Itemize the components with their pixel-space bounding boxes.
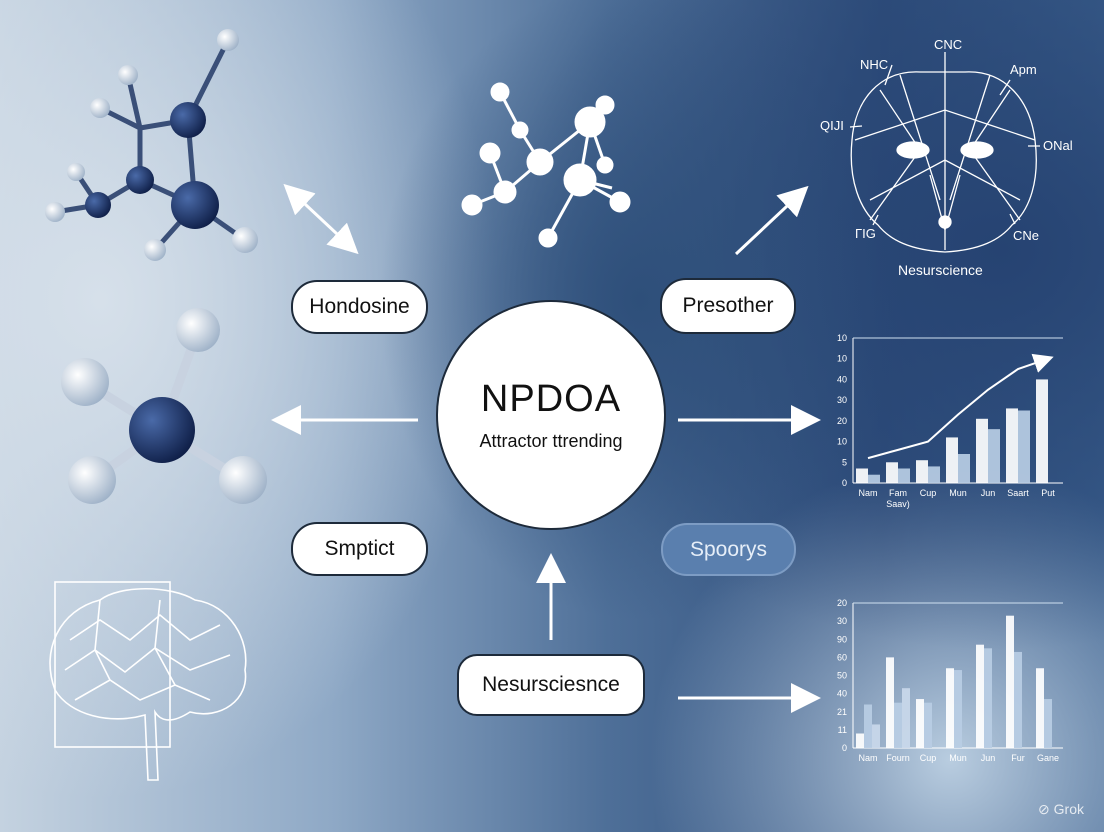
face-mesh-icon bbox=[849, 52, 1040, 253]
bar bbox=[902, 688, 910, 748]
y-tick-label: 40 bbox=[837, 374, 847, 384]
bar bbox=[898, 468, 910, 483]
x-tick-label: Gane bbox=[1037, 753, 1059, 763]
trend-line bbox=[867, 353, 1054, 460]
bar bbox=[988, 429, 1000, 483]
bar bbox=[976, 644, 984, 748]
bar bbox=[856, 468, 868, 483]
face-label: NHC bbox=[860, 57, 889, 72]
bar bbox=[928, 466, 940, 483]
bar bbox=[954, 670, 962, 748]
molecule-icon-top-left bbox=[45, 29, 258, 261]
y-tick-label: 11 bbox=[838, 725, 847, 735]
bar bbox=[1014, 651, 1022, 748]
face-label: Apm bbox=[1010, 62, 1037, 77]
bar bbox=[894, 702, 902, 748]
bar bbox=[1036, 379, 1048, 483]
bar bbox=[946, 668, 954, 748]
bar bbox=[1044, 699, 1052, 748]
bar bbox=[1006, 408, 1018, 483]
y-tick-label: 10 bbox=[837, 333, 847, 343]
x-tick-label: Saart bbox=[1007, 488, 1029, 498]
y-tick-label: 20 bbox=[837, 416, 847, 426]
grok-watermark: ⊘ Grok bbox=[1038, 801, 1084, 818]
connector-arrows bbox=[271, 183, 821, 713]
node-presother[interactable]: Presother bbox=[660, 278, 796, 334]
y-tick-label: 40 bbox=[837, 689, 847, 699]
x-tick-label: Nam bbox=[858, 488, 877, 498]
face-label: QIJI bbox=[820, 118, 844, 133]
bar bbox=[868, 474, 880, 483]
y-tick-label: 10 bbox=[837, 437, 847, 447]
x-tick-label: Cup bbox=[920, 753, 937, 763]
x-tick-label: Jun bbox=[981, 753, 996, 763]
x-tick-label: Put bbox=[1041, 488, 1055, 498]
bar bbox=[924, 702, 932, 748]
arrow-hondosine-molecule bbox=[283, 183, 359, 255]
face-label: CNC bbox=[934, 37, 963, 52]
bar bbox=[856, 733, 864, 748]
bar bbox=[886, 657, 894, 748]
molecule-icon-left bbox=[61, 308, 267, 504]
y-tick-label: 21 bbox=[837, 707, 847, 717]
y-tick-label: 5 bbox=[842, 457, 847, 467]
node-hondosine[interactable]: Hondosine bbox=[291, 280, 428, 334]
face-caption: Nesurscience bbox=[898, 262, 983, 278]
arrow-presother-face bbox=[734, 185, 809, 256]
face-label: ΓIG bbox=[855, 226, 876, 241]
bar bbox=[976, 418, 988, 483]
y-tick-label: 60 bbox=[837, 652, 847, 662]
bar bbox=[946, 437, 958, 483]
x-tick-label: Nam bbox=[858, 753, 877, 763]
bar bbox=[1006, 615, 1014, 748]
center-node-npdoa[interactable]: NPDOA Attractor ttrending bbox=[436, 300, 666, 530]
y-tick-label: 0 bbox=[842, 743, 847, 753]
y-tick-label: 0 bbox=[842, 478, 847, 488]
center-subtitle: Attractor ttrending bbox=[479, 431, 623, 451]
center-title: NPDOA bbox=[480, 378, 622, 420]
node-spoorys[interactable]: Spoorys bbox=[661, 523, 796, 576]
x-tick-label: Cup bbox=[920, 488, 937, 498]
y-tick-label: 90 bbox=[837, 634, 847, 644]
y-tick-label: 50 bbox=[837, 671, 847, 681]
grok-logo-icon: ⊘ bbox=[1038, 801, 1054, 817]
bar bbox=[872, 724, 880, 748]
bar bbox=[886, 462, 898, 483]
x-tick-label: Mun bbox=[949, 753, 967, 763]
bar bbox=[1018, 410, 1030, 483]
bar bbox=[1036, 668, 1044, 748]
face-label: ONal bbox=[1043, 138, 1073, 153]
y-tick-label: 10 bbox=[837, 354, 847, 364]
x-tick-label: Fam bbox=[889, 488, 907, 498]
bar bbox=[984, 648, 992, 748]
x-tick-label: Fourn bbox=[886, 753, 910, 763]
node-nesursciesnce[interactable]: Nesursciesnce bbox=[457, 654, 645, 716]
face-label: CNe bbox=[1013, 228, 1040, 243]
x-tick-label: Saav) bbox=[886, 499, 910, 509]
watermark-text: Grok bbox=[1053, 801, 1084, 817]
y-tick-label: 30 bbox=[837, 616, 847, 626]
x-tick-label: Mun bbox=[949, 488, 967, 498]
x-tick-label: Fur bbox=[1011, 753, 1025, 763]
node-smptict[interactable]: Smptict bbox=[291, 522, 428, 576]
molecule-icon-top-center bbox=[461, 82, 631, 248]
bar bbox=[958, 454, 970, 483]
brain-icon bbox=[49, 581, 247, 781]
bar bbox=[916, 460, 928, 483]
x-tick-label: Jun bbox=[981, 488, 996, 498]
bar bbox=[916, 699, 924, 748]
bar bbox=[864, 704, 872, 748]
y-tick-label: 30 bbox=[837, 395, 847, 405]
y-tick-label: 20 bbox=[837, 598, 847, 608]
